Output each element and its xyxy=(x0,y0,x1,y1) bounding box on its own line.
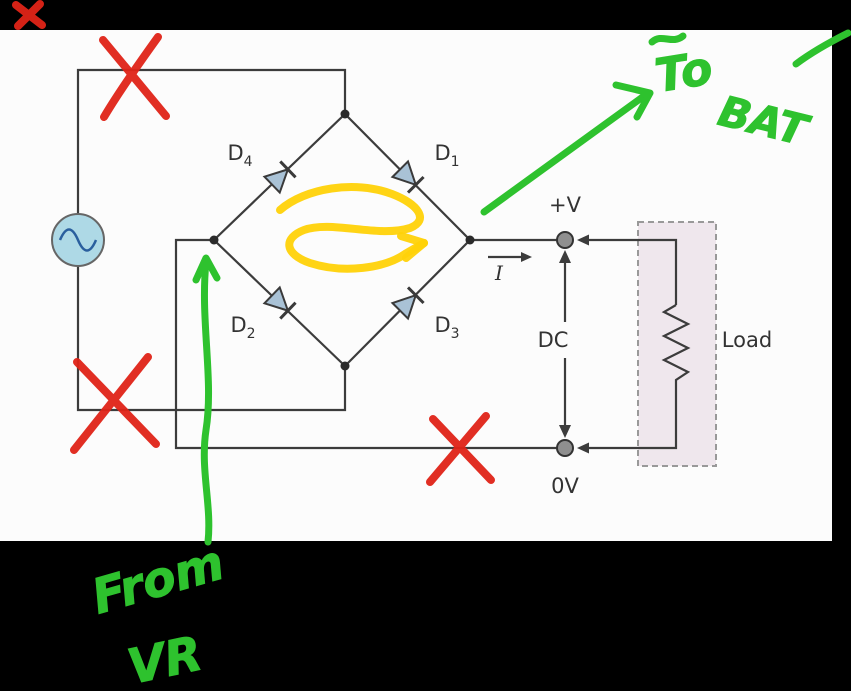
label-d1-sub: 1 xyxy=(451,154,460,170)
node-right xyxy=(465,235,475,245)
label-d2-base: D xyxy=(230,313,246,337)
terminal-0v xyxy=(556,439,574,457)
node-top xyxy=(340,109,350,119)
green-arrow-to-bat xyxy=(480,29,851,216)
label-d3-sub: 3 xyxy=(451,326,460,342)
dc-arrow-line xyxy=(559,250,571,438)
green-tilde xyxy=(648,32,687,46)
label-current: I xyxy=(494,261,504,285)
label-d3-base: D xyxy=(434,313,450,337)
label-load: Load xyxy=(722,328,772,352)
wire-source-top xyxy=(76,68,347,214)
green-t-flourish xyxy=(792,29,851,68)
node-bottom xyxy=(340,361,350,371)
annotation-from: From xyxy=(86,535,230,626)
label-d1-base: D xyxy=(434,141,450,165)
label-d4: D4 xyxy=(227,141,252,170)
load-wire-top xyxy=(583,238,678,305)
load-arrow-top xyxy=(577,234,589,246)
load-section xyxy=(577,221,717,467)
annotation-vr: VR xyxy=(123,626,207,691)
wire-left-node-to-0v xyxy=(174,238,557,450)
yellow-current-scribble xyxy=(276,183,428,273)
terminal-plus-v xyxy=(556,231,574,249)
diode-d2 xyxy=(262,285,297,320)
load-wire-bottom xyxy=(583,385,678,450)
sine-wave-icon xyxy=(58,228,98,252)
label-d1: D1 xyxy=(434,141,459,170)
current-arrow xyxy=(488,252,532,262)
label-d4-base: D xyxy=(227,141,243,165)
red-x-top-left xyxy=(99,33,170,121)
diode-d1 xyxy=(390,159,425,194)
ac-source xyxy=(51,213,105,267)
label-d3: D3 xyxy=(434,313,459,342)
diode-d4 xyxy=(262,160,297,195)
diode-d3 xyxy=(390,286,425,321)
red-x-bottom-left xyxy=(70,353,160,454)
label-0v: 0V xyxy=(551,474,579,498)
resistor-zigzag xyxy=(661,304,691,385)
node-left xyxy=(209,235,219,245)
label-d2-sub: 2 xyxy=(247,326,256,342)
label-d4-sub: 4 xyxy=(244,154,253,170)
red-corner-mark xyxy=(12,0,46,30)
red-x-bottom-center xyxy=(426,412,495,486)
load-arrow-bottom xyxy=(577,442,589,454)
label-d2: D2 xyxy=(230,313,255,342)
green-line-from-vr xyxy=(192,254,221,546)
label-dc: DC xyxy=(538,328,569,352)
annotation-to: To xyxy=(651,41,716,103)
label-plus-v: +V xyxy=(549,193,582,217)
